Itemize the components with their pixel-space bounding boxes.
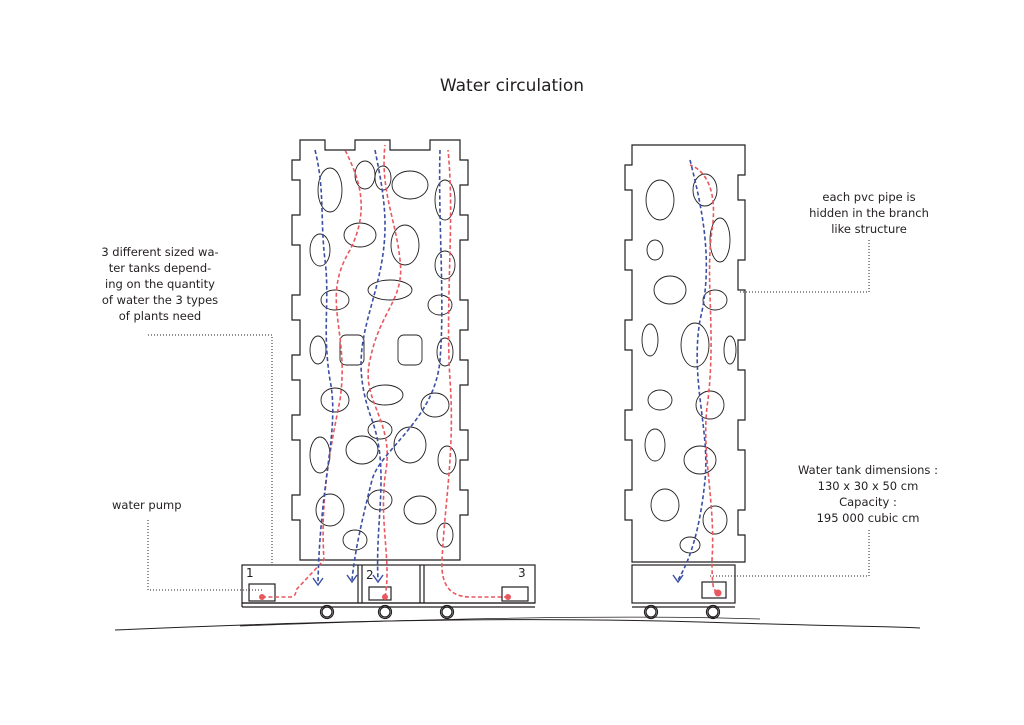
pump-dots xyxy=(259,589,722,600)
left-tank-unit xyxy=(241,564,536,620)
tank-dims-line: Water tank dimensions : xyxy=(798,463,938,477)
tank-dimensions-note: Water tank dimensions : 130 x 30 x 50 cm… xyxy=(788,462,948,526)
pvc-note: each pvc pipe is hidden in the branch li… xyxy=(799,189,939,237)
tanks-note-line: ter tanks depend- xyxy=(108,261,212,275)
pvc-note-line: each pvc pipe is xyxy=(822,190,916,204)
tank-number-2: 2 xyxy=(366,568,374,582)
tank-dims-line: 130 x 30 x 50 cm xyxy=(817,479,919,493)
tanks-note-line: 3 different sized wa- xyxy=(101,245,219,259)
diagram-title: Water circulation xyxy=(439,76,585,96)
right-tank-unit xyxy=(631,564,736,620)
tanks-note-line: of plants need xyxy=(118,309,202,323)
pvc-note-line: like structure xyxy=(831,222,907,236)
flow-arrowheads xyxy=(312,574,684,587)
tanks-note-line: ing on the quantity xyxy=(105,277,215,291)
water-pump-label: water pump xyxy=(112,498,182,512)
ground-line xyxy=(114,619,921,631)
right-tower xyxy=(624,144,746,563)
supply-pipes xyxy=(262,144,716,598)
tank-number-1: 1 xyxy=(246,566,254,580)
tank-number-3: 3 xyxy=(518,566,526,580)
return-pipes xyxy=(314,149,708,584)
tanks-note-line: of water the 3 types xyxy=(101,293,219,307)
leader-lines xyxy=(147,240,870,591)
tank-dims-line: 195 000 cubic cm xyxy=(816,511,920,525)
tank-dims-line: Capacity : xyxy=(839,495,897,509)
pvc-note-line: hidden in the branch xyxy=(809,206,929,220)
tanks-note: 3 different sized wa- ter tanks depend- … xyxy=(90,244,230,324)
left-tower xyxy=(291,139,469,561)
water-pump xyxy=(248,583,276,602)
